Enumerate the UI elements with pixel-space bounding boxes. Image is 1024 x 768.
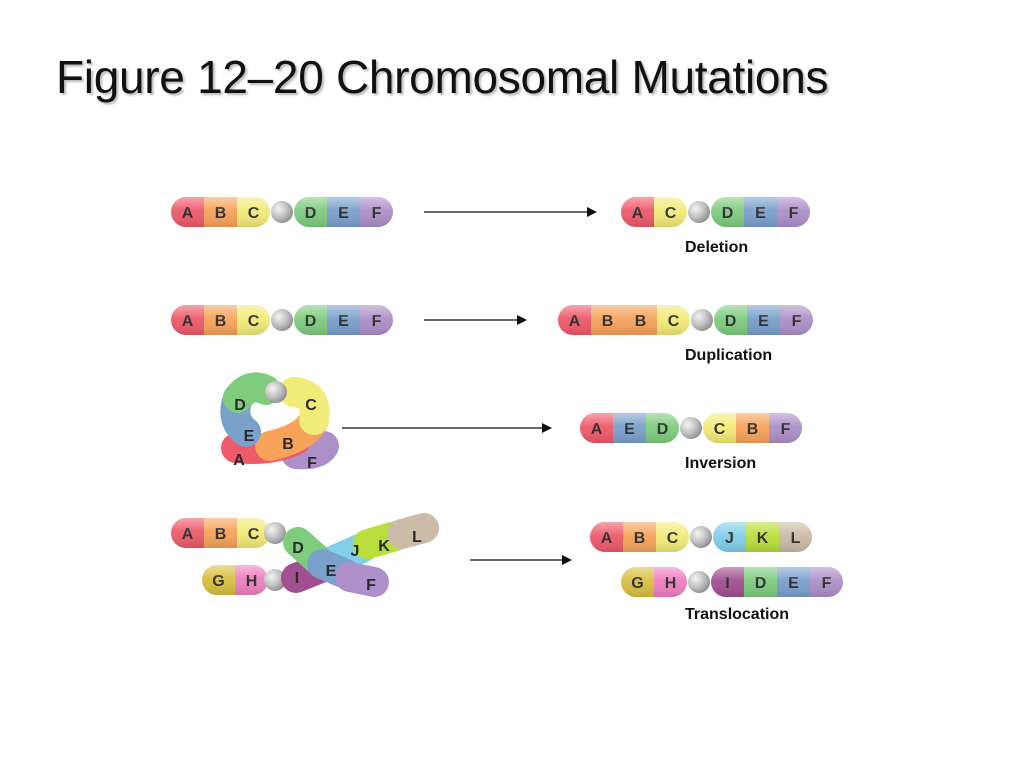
gene-label-d: D: [234, 397, 246, 414]
arm-gloss: [171, 197, 270, 227]
cross-arm-f: [335, 562, 389, 597]
deletion-original: ABCDEF: [171, 197, 393, 227]
arm-gloss: [621, 197, 687, 227]
gene-label-j: J: [351, 543, 360, 560]
arm-gloss: [713, 522, 812, 552]
gene-label-d: D: [292, 540, 304, 557]
centromere: [691, 309, 713, 331]
translocation-result-bottom: GHIDEF: [621, 567, 843, 597]
arm-gloss: [621, 567, 687, 597]
centromere: [680, 417, 702, 439]
arm-gloss: [711, 197, 810, 227]
centromere: [271, 201, 293, 223]
deletion-label: Deletion: [685, 239, 748, 256]
arm-gloss: [294, 305, 393, 335]
arm-gloss: [580, 413, 679, 443]
inversion-result: AEDCBF: [580, 413, 802, 443]
arm-gloss: [711, 567, 843, 597]
gene-label-c: C: [305, 397, 317, 414]
gene-label-a: A: [233, 452, 245, 469]
translocation-result-top: ABCJKL: [590, 522, 812, 552]
duplication-label: Duplication: [685, 347, 772, 364]
gene-label-i: I: [295, 570, 299, 587]
arm-gloss: [202, 565, 268, 595]
arm-gloss: [171, 305, 270, 335]
gene-label-e: E: [326, 563, 337, 580]
centromere: [688, 201, 710, 223]
arm-gloss: [590, 522, 689, 552]
loop-arm-d: [223, 372, 281, 413]
gene-label-k: K: [378, 538, 390, 555]
translocation-top-arm-left: ABC: [171, 518, 270, 548]
deletion-result: ACDEF: [621, 197, 810, 227]
arm-gloss: [558, 305, 690, 335]
arm-gloss: [703, 413, 802, 443]
centromere: [264, 522, 286, 544]
inversion-label: Inversion: [685, 455, 756, 472]
arm-gloss: [714, 305, 813, 335]
gene-label-b: B: [282, 436, 294, 453]
arm-gloss: [294, 197, 393, 227]
arm-gloss: [171, 518, 270, 548]
gene-label-f: F: [307, 455, 317, 472]
duplication-result: ABBCDEF: [558, 305, 813, 335]
centromere: [271, 309, 293, 331]
gene-label-f: F: [366, 577, 376, 594]
loop-arm-c: [279, 377, 330, 435]
centromere: [690, 526, 712, 548]
gene-label-e: E: [244, 428, 255, 445]
cross-arm-l: [387, 513, 439, 549]
centromere: [265, 381, 287, 403]
page-title: Figure 12–20 Chromosomal Mutations: [56, 51, 829, 103]
centromere: [264, 569, 286, 591]
translocation-label: Translocation: [685, 606, 789, 623]
centromere: [688, 571, 710, 593]
duplication-original: ABCDEF: [171, 305, 393, 335]
gene-label-l: L: [412, 529, 422, 546]
translocation-bottom-arm-left: GH: [202, 565, 268, 595]
